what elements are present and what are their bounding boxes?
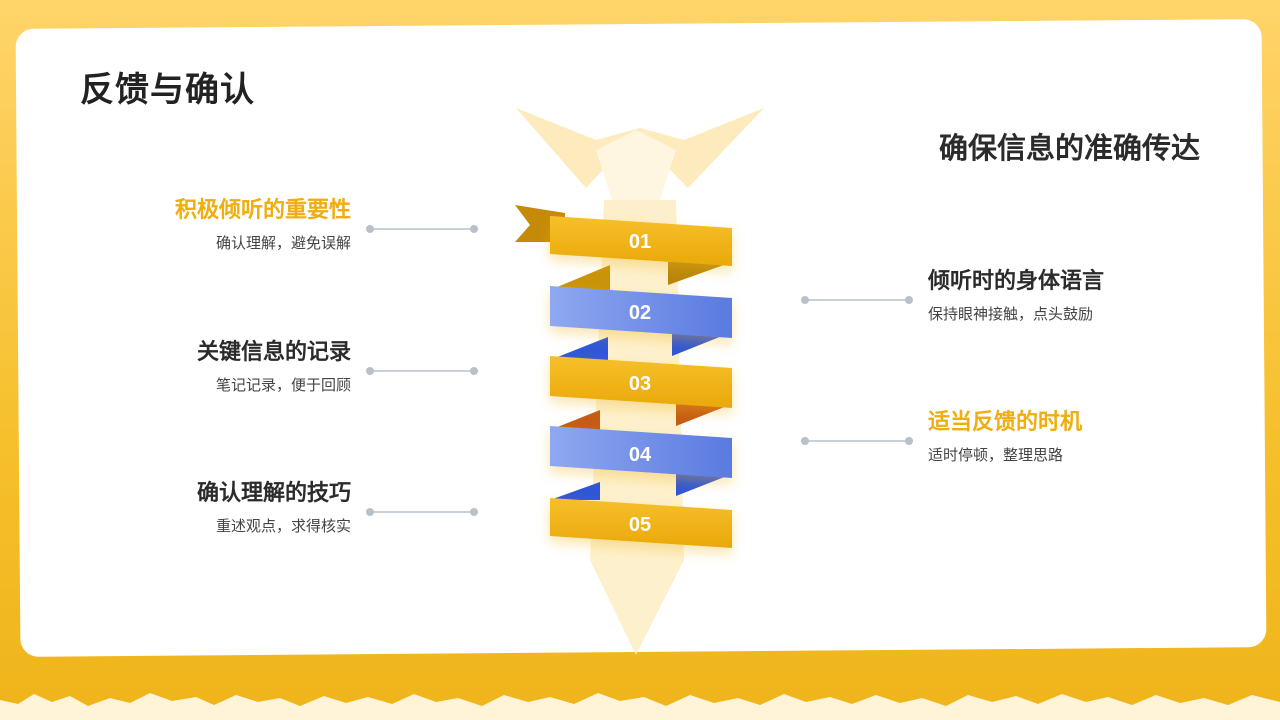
torn-paper-edge	[0, 693, 1280, 720]
ribbon-fold-2-3b	[672, 332, 732, 356]
page-subtitle: 确保信息的准确传达	[938, 131, 1200, 165]
step-item-03: 关键信息的记录 笔记记录，便于回顾	[0, 339, 351, 395]
connector-05	[366, 507, 478, 517]
step-description: 保持眼神接触，点头鼓励	[928, 305, 1094, 323]
step-description: 重述观点，求得核实	[215, 517, 351, 535]
step-description: 适时停顿，整理思路	[928, 446, 1064, 464]
ribbon-fold-3-4b	[676, 404, 732, 426]
step-number-02: 02	[629, 302, 651, 324]
connector-01	[366, 224, 478, 234]
step-number-03: 03	[629, 373, 651, 395]
step-heading: 关键信息的记录	[196, 340, 351, 365]
ribbon-fold-2-3	[550, 337, 608, 360]
ribbon-band-03	[550, 356, 732, 408]
ribbon-band-01	[550, 216, 732, 266]
connector-02	[801, 295, 913, 305]
ribbon-band-05	[550, 498, 732, 548]
step-number-01: 01	[629, 231, 651, 253]
step-item-04: 适当反馈的时机 适时停顿，整理思路	[928, 409, 1280, 465]
ribbon-fold-1-2b	[668, 262, 732, 285]
step-item-02: 倾听时的身体语言 保持眼神接触，点头鼓励	[928, 268, 1280, 324]
ribbon-fold-1-2	[550, 265, 610, 290]
ribbon-fold-4-5	[550, 482, 600, 500]
step-heading: 确认理解的技巧	[196, 481, 351, 506]
step-description: 确认理解，避免误解	[215, 234, 351, 252]
step-heading: 适当反馈的时机	[928, 410, 1083, 435]
step-item-01: 积极倾听的重要性 确认理解，避免误解	[0, 197, 351, 253]
page-title: 反馈与确认	[80, 70, 255, 110]
ribbon-band-02	[550, 286, 732, 338]
ribbon-fold-4-5b	[676, 474, 732, 496]
step-number-04: 04	[629, 444, 652, 466]
ribbon-band-04	[550, 426, 732, 478]
step-item-05: 确认理解的技巧 重述观点，求得核实	[0, 480, 351, 536]
connector-03	[366, 366, 478, 376]
step-heading: 积极倾听的重要性	[174, 198, 351, 223]
step-number-05: 05	[629, 514, 651, 536]
ribbon-fold-3-4	[550, 410, 600, 430]
step-heading: 倾听时的身体语言	[928, 269, 1105, 294]
step-description: 笔记记录，便于回顾	[215, 376, 351, 394]
connector-04	[801, 436, 913, 446]
